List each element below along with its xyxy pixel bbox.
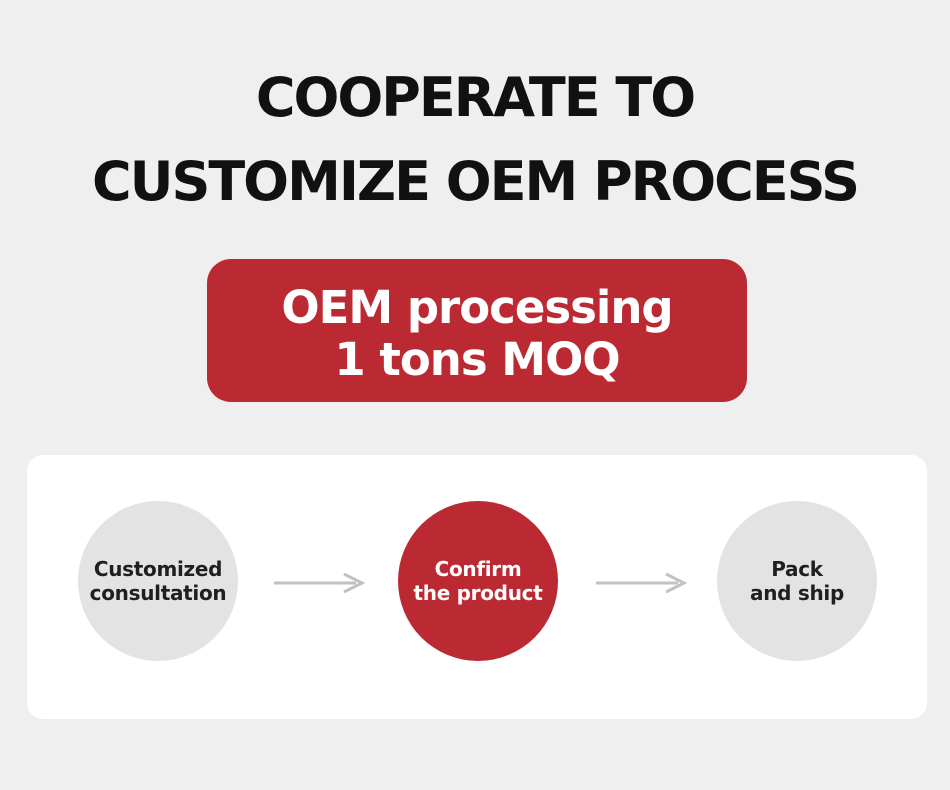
step-confirm-the-product: Confirm the product <box>398 501 558 661</box>
step-pack-and-ship: Pack and ship <box>717 501 877 661</box>
banner-line-1: OEM processing <box>281 281 673 334</box>
banner-line-2: 1 tons MOQ <box>334 333 620 386</box>
step-label-line-2: the product <box>413 581 543 605</box>
step-label-line-1: Customized <box>93 557 223 581</box>
step-label: Customized consultation <box>90 557 227 605</box>
step-label: Confirm the product <box>414 557 543 605</box>
page-title-line-1: COOPERATE TO <box>255 66 696 129</box>
step-label-line-2: and ship <box>750 581 844 605</box>
page-title-line-2: CUSTOMIZE OEM PROCESS <box>91 150 860 213</box>
step-label-line-1: Pack <box>771 557 823 581</box>
process-panel: Customized consultation Confirm the prod… <box>27 455 927 719</box>
step-label-line-2: consultation <box>89 581 227 605</box>
step-label-line-1: Confirm <box>434 557 522 581</box>
arrow-right-icon <box>596 572 688 594</box>
arrow-right-icon <box>274 572 366 594</box>
moq-banner: OEM processing 1 tons MOQ <box>207 259 747 402</box>
step-customized-consultation: Customized consultation <box>78 501 238 661</box>
step-label: Pack and ship <box>750 557 844 605</box>
